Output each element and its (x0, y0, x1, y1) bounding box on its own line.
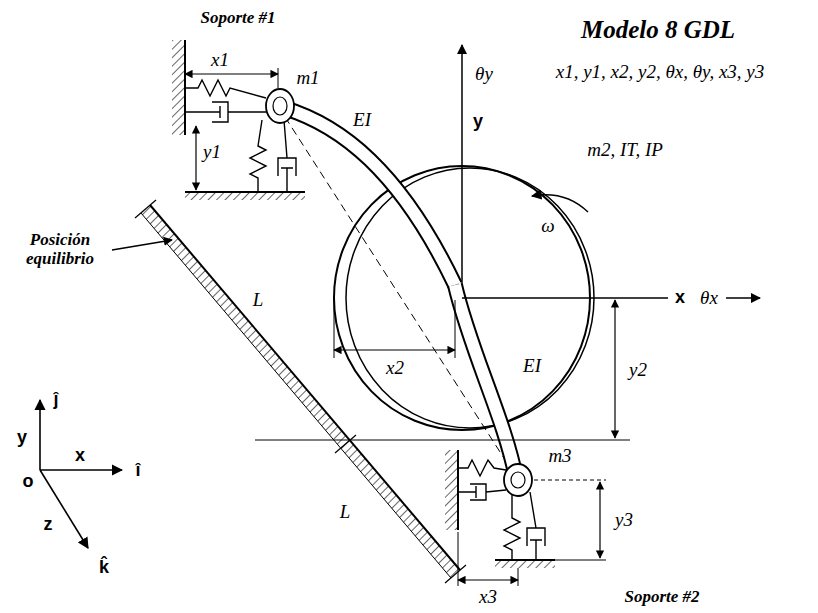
spring-symbol (250, 120, 266, 192)
axis-label: x (75, 446, 85, 466)
dimension-line (458, 579, 518, 580)
shaft (284, 108, 455, 285)
spring-symbol (185, 80, 266, 98)
bearing-mass (266, 89, 294, 123)
mass-label: m1 (296, 68, 319, 89)
spring-symbol (458, 460, 506, 476)
dimension-line (599, 482, 600, 558)
dimension-tick (334, 298, 335, 358)
shaft (455, 285, 516, 478)
dimension-tick (518, 568, 519, 586)
dimension-label: x1 (211, 50, 229, 71)
wall-line (457, 450, 459, 530)
dimension-line (185, 73, 278, 74)
dimension-label: L (340, 502, 351, 523)
shaft (455, 285, 516, 478)
note-label: Posición equilibrio (10, 231, 110, 268)
bearing-mass (273, 97, 287, 115)
dimension-label: y3 (615, 510, 633, 531)
ground-hatch (185, 192, 305, 200)
dimension-tick (335, 435, 356, 453)
unit-vector-label: k̂ (99, 558, 109, 578)
reference-line (555, 560, 606, 561)
support-label: Soporte #1 (200, 9, 275, 28)
axis-label: θx (700, 288, 718, 309)
stiffness-label: EI (523, 356, 541, 377)
unit-vector-label: î (135, 461, 140, 481)
axis-label: y (473, 112, 483, 132)
dimension-line (195, 126, 196, 190)
dimension-label: y2 (629, 360, 647, 381)
rotation-arrow (726, 297, 760, 299)
pointer-arrow (112, 240, 172, 250)
stiffness-label: EI (353, 110, 371, 131)
frame-axis (40, 469, 122, 471)
spin-arrow (532, 195, 588, 212)
dimension-tick (278, 68, 279, 88)
reference-line (534, 480, 606, 481)
mass-label: m2, IT, IP (587, 140, 663, 161)
shaft (284, 108, 455, 285)
dimension-line (614, 300, 615, 438)
unit-vector-label: ĵ (53, 390, 58, 410)
wall-hatch (172, 40, 185, 135)
mass-label: m3 (548, 446, 571, 467)
origin-label: o (23, 472, 34, 492)
bearing-mass (504, 464, 532, 496)
dimension-label: L (253, 290, 264, 311)
axis-label: x (675, 288, 685, 308)
speed-label: ω (541, 216, 554, 237)
dimension-tick (455, 300, 456, 358)
wall-hatch (445, 450, 458, 530)
dimension-line (334, 349, 455, 350)
support-label: Soporte #2 (624, 588, 699, 607)
axis-line (461, 45, 463, 285)
damper-symbol (278, 120, 296, 192)
ground-hatch (495, 560, 555, 568)
axis-line (462, 297, 668, 299)
dimension-label: x3 (479, 587, 497, 608)
frame-axis (40, 470, 88, 548)
dimension-tick (458, 532, 459, 586)
damper-symbol (185, 102, 266, 122)
dimension-label: x2 (386, 358, 404, 379)
bearing-mass (511, 472, 525, 488)
axis-label: z (44, 515, 53, 535)
axis-label: θy (475, 64, 493, 85)
dimension-tick (135, 200, 156, 218)
frame-axis (39, 400, 41, 470)
damper-symbol (527, 492, 545, 560)
reference-line (255, 440, 630, 441)
axis-label: y (17, 428, 27, 448)
undeflected-axis (278, 106, 518, 480)
coordinate-list: x1, y1, x2, y2, θx, θy, x3, y3 (556, 62, 765, 83)
ground-line (495, 559, 555, 561)
diagram-title: Modelo 8 GDL (581, 16, 735, 44)
dimension-label: y1 (203, 142, 221, 163)
damper-symbol (458, 484, 506, 500)
spring-symbol (504, 495, 520, 560)
